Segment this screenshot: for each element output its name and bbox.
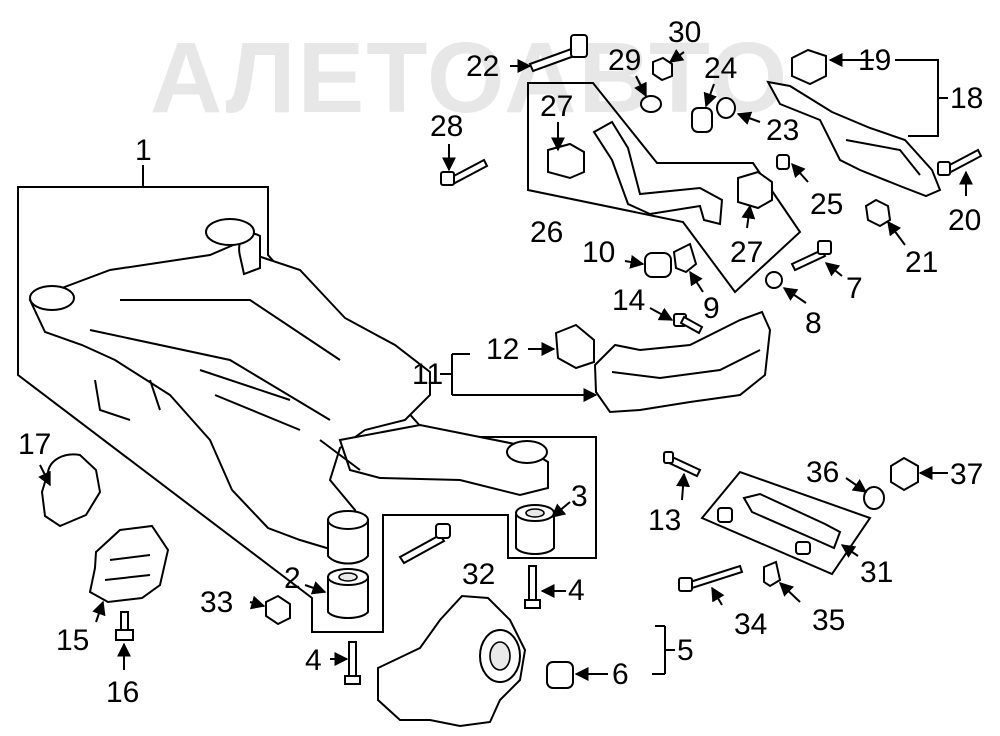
callout-26: 26 [530, 216, 563, 249]
knuckle-5 [377, 594, 527, 728]
callout-35: 35 [812, 604, 845, 637]
nut-33 [265, 594, 291, 626]
callout-14: 14 [612, 284, 645, 317]
bolt-28 [440, 158, 489, 186]
callout-36: 36 [806, 456, 839, 489]
callout-5: 5 [677, 634, 694, 667]
link-31 [717, 492, 842, 555]
bushing-19 [791, 48, 827, 86]
bracket-35 [763, 560, 782, 588]
bushing-24 [691, 107, 713, 133]
callout-22: 22 [466, 50, 499, 83]
callout-13: 13 [648, 504, 681, 537]
bolt-13 [663, 451, 702, 478]
callout-32: 32 [462, 558, 495, 591]
ring-8 [765, 271, 783, 289]
callout-34: 34 [734, 608, 767, 641]
callout-21: 21 [905, 246, 938, 279]
washer-23 [716, 97, 736, 119]
subframe [28, 218, 549, 565]
callout-11: 11 [412, 358, 443, 391]
trailing-arm-11 [593, 310, 772, 414]
callout-25: 25 [810, 188, 843, 221]
bushing-3 [515, 504, 555, 555]
callout-12: 12 [486, 333, 519, 366]
bracket-18 [895, 59, 948, 137]
mount-17 [40, 453, 102, 528]
bolt-25 [776, 154, 790, 170]
bracket-5 [652, 625, 675, 675]
nut-30 [652, 56, 673, 82]
lower-arm-18 [766, 80, 942, 198]
callout-29: 29 [608, 44, 641, 77]
callout-9: 9 [703, 292, 720, 325]
callout-3: 3 [571, 480, 588, 513]
callout-23: 23 [766, 114, 799, 147]
callout-20: 20 [948, 204, 981, 237]
callout-7: 7 [846, 272, 863, 305]
callout-24: 24 [704, 52, 737, 85]
bushing-2 [327, 568, 369, 619]
washer-36 [863, 486, 885, 510]
bolt-20 [937, 148, 983, 176]
callout-19: 19 [858, 44, 891, 77]
callout-6: 6 [612, 658, 629, 691]
callout-labels: 1 2 3 4 4 5 6 7 8 9 10 11 12 13 14 15 16… [18, 16, 983, 709]
upper-arm-26 [547, 120, 773, 226]
callout-31: 31 [860, 556, 893, 589]
bolt-32 [398, 523, 451, 565]
bracket-9 [672, 242, 698, 274]
bushing-6 [546, 661, 574, 689]
nut-21 [864, 198, 892, 228]
bolt-14 [673, 313, 704, 335]
bolt-7 [790, 240, 832, 272]
watermark-logo: АЛЕТОАВТО [150, 22, 789, 134]
callout-2: 2 [284, 562, 301, 595]
callout-37: 37 [950, 458, 983, 491]
callout-10: 10 [582, 236, 615, 269]
bushing-10 [644, 252, 672, 278]
callout-33: 33 [200, 586, 233, 619]
washer-29 [640, 95, 662, 113]
group-31-outline [700, 470, 872, 576]
bracket-15 [88, 524, 170, 604]
callout-1: 1 [135, 134, 152, 167]
bolt-16 [115, 611, 134, 641]
callout-16: 16 [106, 676, 139, 709]
bushing-12 [554, 323, 595, 370]
group-26-outline [527, 82, 802, 294]
callout-8: 8 [805, 307, 822, 340]
bolt-34 [678, 564, 744, 592]
callout-18: 18 [950, 82, 983, 115]
callout-30: 30 [668, 16, 701, 49]
bolt-4-lower [344, 641, 361, 685]
callout-4a: 4 [568, 574, 585, 607]
bolt-22 [528, 34, 588, 73]
leader-lines [38, 48, 973, 681]
callout-28: 28 [430, 110, 463, 143]
callout-15: 15 [56, 624, 89, 657]
callout-27b: 27 [730, 236, 763, 269]
bolt-4-upper [524, 565, 541, 609]
nut-37 [890, 456, 919, 492]
callout-17: 17 [18, 428, 51, 461]
callout-27a: 27 [540, 90, 573, 123]
bracket-11 [440, 353, 470, 396]
callout-4b: 4 [305, 644, 322, 677]
